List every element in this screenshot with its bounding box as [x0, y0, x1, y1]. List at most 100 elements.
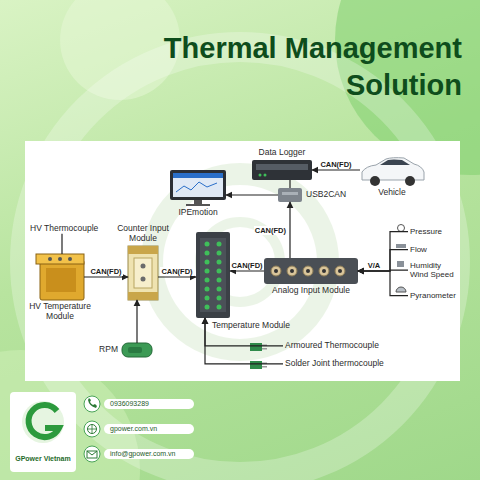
temperature-module-picture-part [196, 232, 230, 318]
sensor-icons-part [398, 225, 405, 232]
logo-name: GPower Vietnam [15, 454, 71, 464]
connector [358, 250, 408, 271]
module-node: Analog Input Module [264, 258, 358, 284]
interface-label: USB2CAN [306, 190, 346, 200]
web-icon [84, 421, 100, 437]
temperature-module-picture-part [205, 296, 210, 301]
connector [136, 300, 137, 343]
analog-module-picture-part [274, 269, 278, 273]
temperature-module-picture-part [217, 287, 222, 292]
analog-module-picture-part [338, 269, 342, 273]
edge-label: CAN(FD) [319, 160, 352, 169]
connector [358, 232, 408, 271]
counter-module-picture-part [134, 258, 152, 288]
sensor-label: RPM [99, 345, 118, 355]
sensor-label: Armoured Thermocouple [285, 341, 379, 351]
temperature-module-picture-part [205, 305, 210, 310]
temperature-module-picture-part [200, 238, 226, 312]
temperature-module-picture-part [205, 242, 210, 247]
logo-g-mark [29, 405, 59, 437]
module-node: Temperature Module [196, 232, 230, 318]
sensor-label: Flow [410, 245, 427, 254]
connector [226, 194, 278, 195]
vehicle-picture-part [370, 176, 380, 186]
temperature-module-picture [196, 232, 230, 318]
analog-module-picture [264, 258, 358, 284]
thermocouple-plugs [250, 343, 267, 369]
monitor-picture-part [194, 200, 202, 204]
monitor-picture-part [173, 173, 223, 197]
title: Thermal Management Solution [82, 30, 462, 104]
phone-icon [84, 396, 100, 412]
hv-module-picture-part [40, 260, 84, 300]
sensor-node: Solder Joint thermocouple [283, 359, 386, 369]
website: gpower.com.vn [110, 424, 157, 434]
thermocouple-plugs-part [262, 348, 267, 350]
edge-label: CAN(FD) [89, 267, 122, 276]
counter-module-picture-part [128, 246, 158, 300]
temperature-module-picture-part [217, 242, 222, 247]
counter-module-picture-part [128, 246, 158, 254]
usb2can-picture-part [278, 188, 302, 202]
analog-module-picture-part [287, 266, 297, 276]
temperature-module-picture-part [217, 305, 222, 310]
hv-module-picture-part [58, 257, 62, 261]
sensor-node: Flow [408, 245, 429, 254]
rpm-sensor-picture-part [128, 347, 142, 353]
data-logger-picture-part [256, 164, 308, 170]
hv-module-picture [36, 254, 84, 300]
connector [61, 234, 62, 254]
rpm-sensor-picture-part [122, 343, 152, 357]
usb2can-picture-part [282, 192, 298, 195]
counter-module-picture-part [141, 277, 146, 282]
hv-module-picture-part [68, 257, 72, 261]
connector [312, 169, 360, 170]
logger-label: Data Logger [259, 148, 306, 158]
monitor-picture-part [186, 204, 210, 206]
mail-icon [84, 446, 100, 462]
vehicle-label: Vehicle [378, 188, 405, 198]
web-icon [88, 425, 97, 434]
temperature-module-picture-part [217, 260, 222, 265]
analog-module-picture-part [306, 269, 310, 273]
vehicle-picture-part [362, 158, 424, 180]
connector [289, 180, 290, 188]
connector [158, 276, 196, 277]
edge-label: V/A [367, 261, 382, 270]
monitor-picture [170, 170, 226, 206]
counter-module-picture-part [128, 292, 158, 300]
temperature-module-picture-part [205, 278, 210, 283]
sensor-label: HV Thermocouple [30, 224, 98, 234]
vehicle-picture-part [380, 160, 410, 166]
data-logger-picture-part [264, 174, 267, 177]
temperature-module-picture-part [217, 278, 222, 283]
sensor-node: HV Thermocouple [28, 224, 100, 234]
analog-module-picture-part [290, 269, 294, 273]
phone-icon [88, 398, 97, 408]
sensor-node: Humidity Wind Speed [408, 261, 462, 279]
contact-icons [84, 396, 194, 462]
hv-module-picture-part [48, 257, 52, 261]
edge-label: CAN(FD) [254, 226, 287, 235]
monitor-picture-part [176, 182, 217, 192]
module-label: Temperature Module [212, 321, 290, 331]
contact-pill [104, 399, 194, 409]
software-node: IPEmotion [170, 170, 226, 206]
analog-module-picture-part [264, 258, 358, 284]
hv-module-picture-part [36, 254, 84, 264]
hv-module-picture-part [46, 268, 76, 292]
phone-number: 0936093289 [110, 399, 149, 409]
temperature-module-picture-part [217, 251, 222, 256]
vehicle-picture-part [405, 176, 415, 186]
temperature-module-picture-part [205, 251, 210, 256]
logo-disc [22, 401, 64, 443]
web-icon [88, 425, 97, 434]
sensor-node: Pyranometer [408, 291, 458, 300]
data-logger-picture [252, 160, 312, 180]
edge-label: CAN(FD) [160, 267, 193, 276]
data-logger-picture-part [252, 160, 312, 180]
interface-node: USB2CAN [278, 188, 302, 202]
module-node: HV Temperature Module [36, 254, 84, 300]
sensor-label: Humidity Wind Speed [410, 261, 460, 279]
